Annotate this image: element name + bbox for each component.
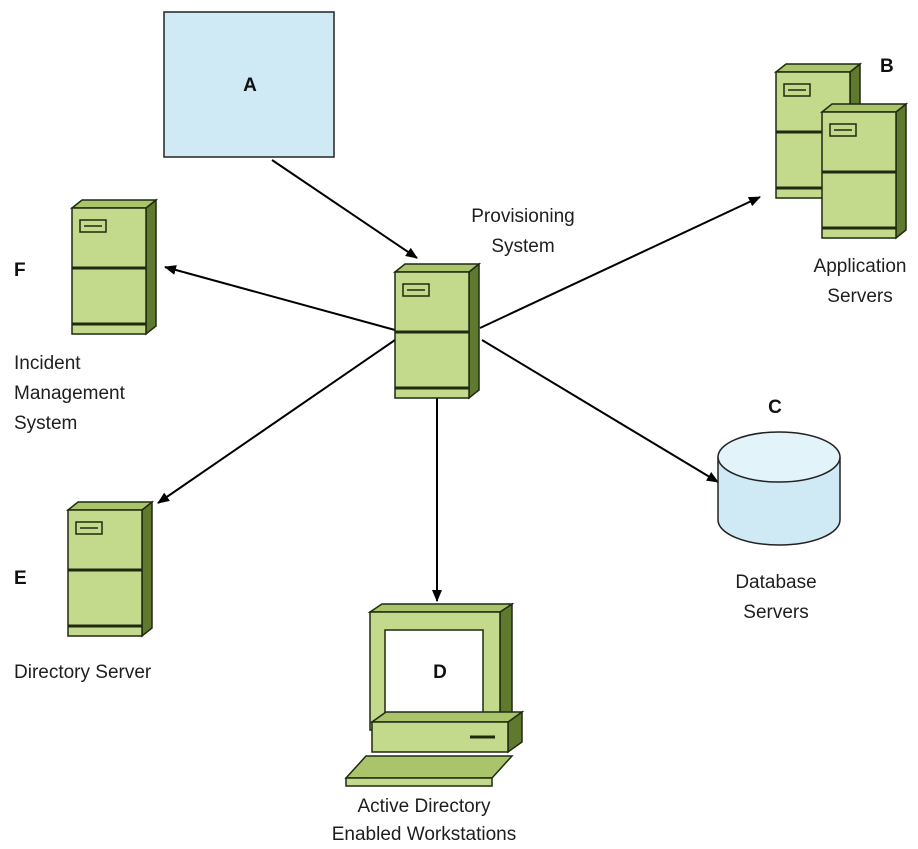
- arrow-provisioning-to-f: [164, 265, 396, 331]
- arrow-provisioning-to-c: [481, 339, 719, 483]
- node-f-label-line3: System: [14, 413, 77, 434]
- node-f-label-line2: Management: [14, 383, 126, 404]
- node-a-letter: A: [243, 75, 257, 96]
- database-icon: [717, 431, 841, 546]
- node-c-label-line2: Servers: [743, 602, 808, 623]
- node-e: E Directory Server: [14, 500, 154, 683]
- node-provisioning: Provisioning System: [393, 206, 575, 400]
- arrow-a-to-provisioning: [271, 159, 418, 259]
- node-f: F Incident Management System: [14, 198, 158, 434]
- node-c-letter: C: [768, 397, 782, 418]
- arrow-provisioning-to-b: [479, 196, 761, 329]
- node-b-label-line1: Application: [814, 256, 907, 277]
- provisioning-label-line2: System: [491, 236, 554, 257]
- node-b: B Application Servers: [774, 56, 908, 307]
- server-icon: [820, 102, 908, 240]
- node-f-letter: F: [14, 260, 26, 281]
- workstation-icon: [344, 602, 525, 787]
- provisioning-label-line1: Provisioning: [471, 206, 575, 227]
- server-icon: [66, 500, 154, 638]
- node-a-box: [163, 11, 335, 158]
- node-b-letter: B: [880, 56, 894, 77]
- node-f-label-line1: Incident: [14, 353, 81, 374]
- node-d-label-line1: Active Directory: [357, 796, 491, 817]
- node-e-label: Directory Server: [14, 662, 152, 683]
- server-icon: [393, 262, 481, 400]
- node-c: C Database Servers: [717, 397, 841, 623]
- node-d-letter: D: [433, 662, 447, 683]
- connection-arrows: [157, 159, 761, 602]
- node-e-letter: E: [14, 568, 27, 589]
- node-c-label-line1: Database: [735, 572, 816, 593]
- node-a: A: [163, 11, 335, 158]
- node-d: D Active Directory Enabled Workstations: [332, 602, 525, 845]
- arrow-provisioning-to-e: [157, 339, 396, 504]
- server-icon: [70, 198, 158, 336]
- node-d-label-line2: Enabled Workstations: [332, 824, 516, 845]
- node-b-label-line2: Servers: [827, 286, 892, 307]
